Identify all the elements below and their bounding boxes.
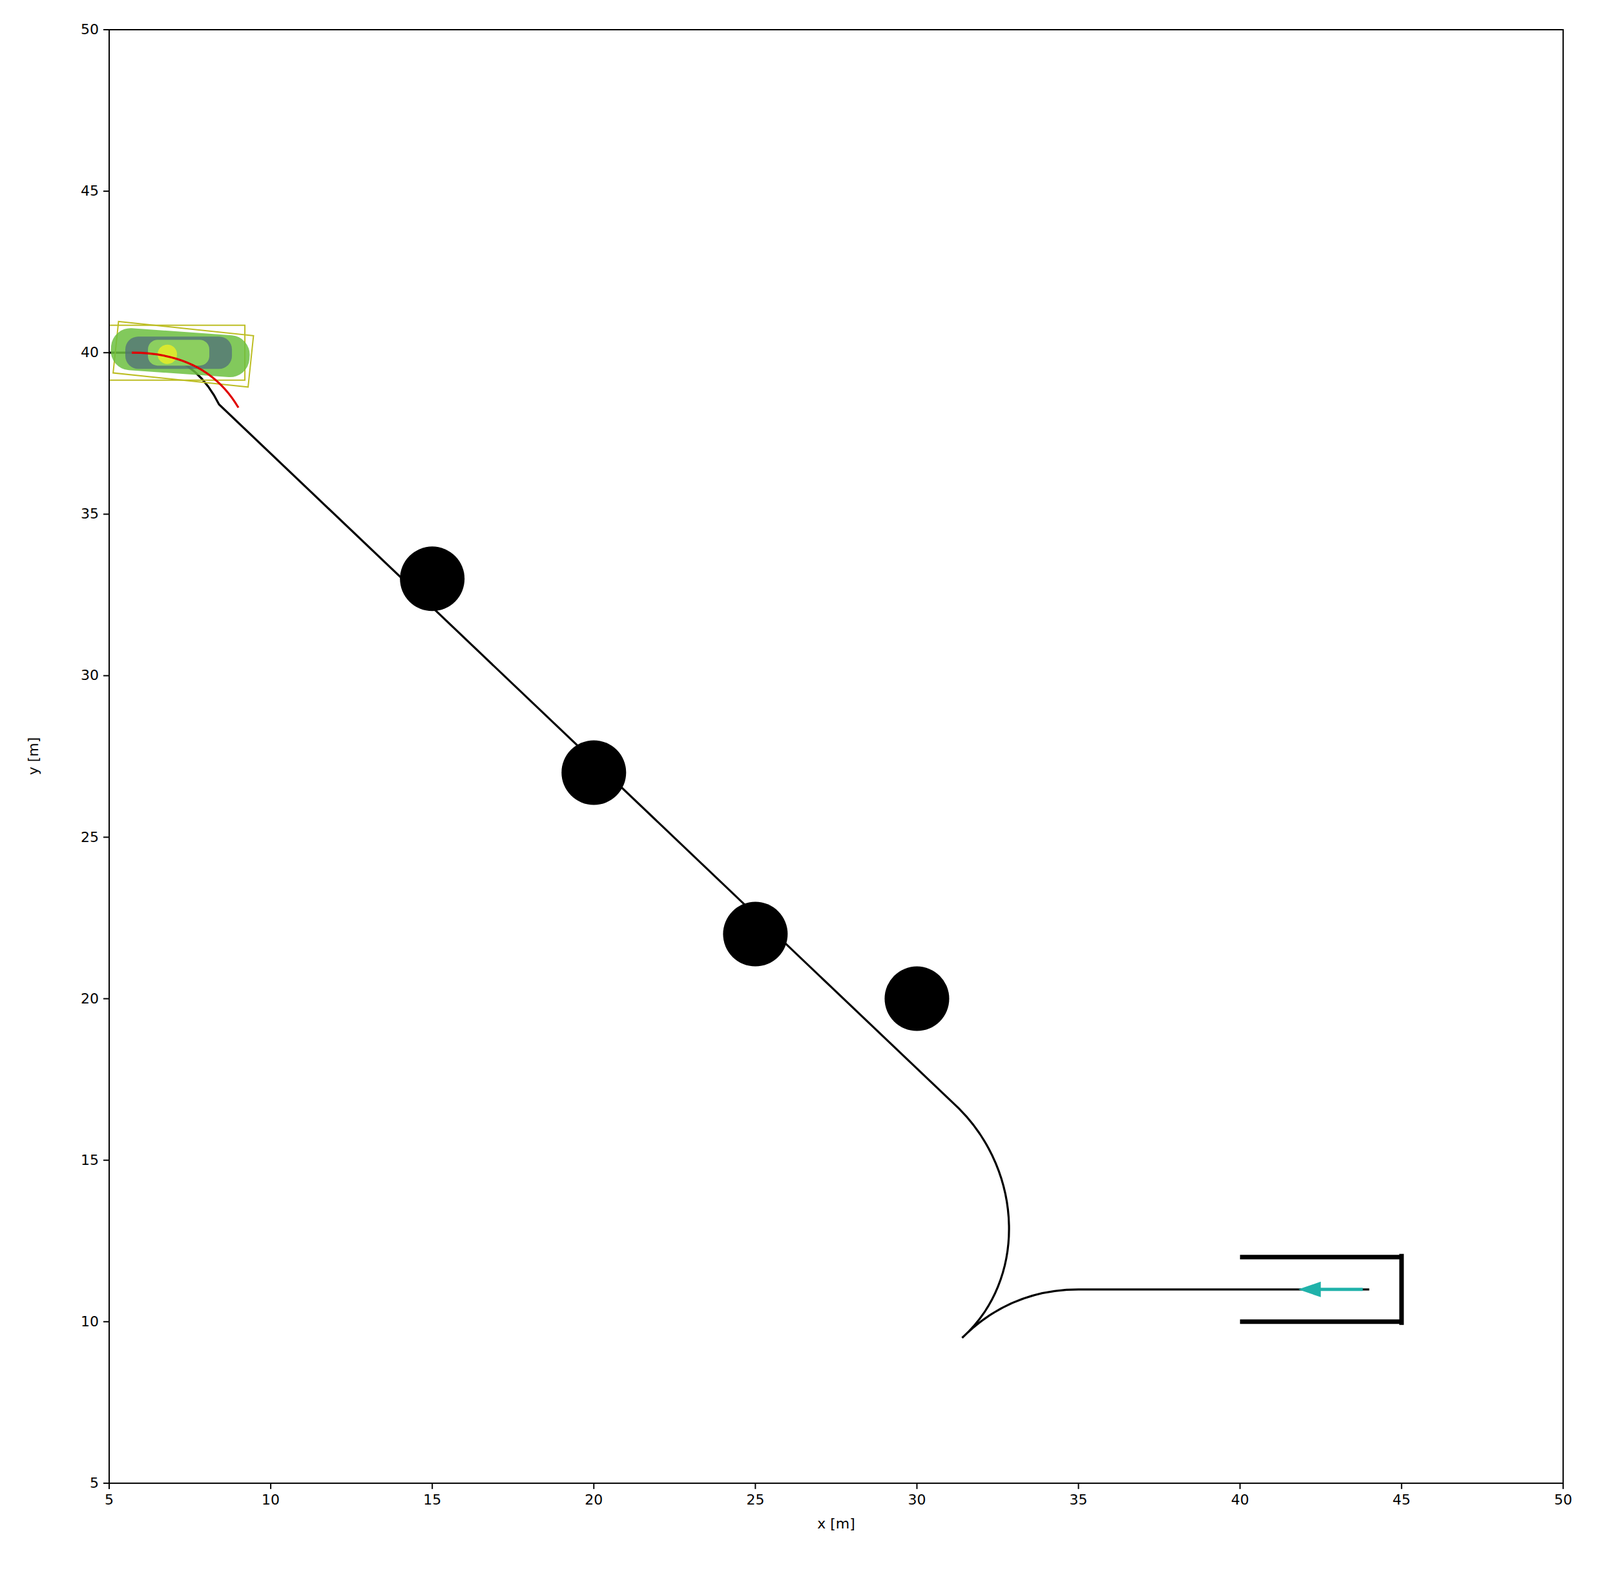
x-tick bbox=[431, 1483, 433, 1490]
y-tick bbox=[103, 29, 110, 31]
y-tick-label: 50 bbox=[80, 22, 99, 37]
axis-label: x [m] bbox=[817, 1517, 856, 1532]
x-tick bbox=[1239, 1483, 1241, 1490]
y-tick-label: 35 bbox=[80, 507, 99, 522]
y-tick-label: 30 bbox=[80, 668, 99, 683]
y-tick bbox=[103, 837, 110, 839]
y-tick bbox=[103, 513, 110, 515]
parking-bay bbox=[1240, 1255, 1402, 1260]
predicted-path bbox=[131, 352, 239, 408]
y-tick-label: 25 bbox=[80, 830, 99, 845]
y-tick-label: 20 bbox=[80, 992, 99, 1007]
y-tick-label: 45 bbox=[80, 184, 99, 199]
x-tick-label: 15 bbox=[423, 1493, 442, 1508]
x-tick-label: 45 bbox=[1392, 1493, 1411, 1508]
x-tick-label: 35 bbox=[1069, 1493, 1088, 1508]
y-tick bbox=[103, 1483, 110, 1485]
x-tick-label: 20 bbox=[584, 1493, 603, 1508]
x-tick bbox=[1562, 1483, 1564, 1490]
y-tick-label: 40 bbox=[80, 345, 99, 360]
x-tick bbox=[916, 1483, 918, 1490]
x-tick bbox=[1078, 1483, 1080, 1490]
vehicle-window bbox=[147, 339, 210, 366]
obstacle bbox=[884, 966, 949, 1032]
y-tick bbox=[103, 1160, 110, 1162]
vehicle bbox=[109, 321, 254, 408]
obstacle bbox=[561, 740, 626, 805]
parking-bay bbox=[1240, 1319, 1402, 1325]
y-tick bbox=[103, 675, 110, 677]
x-tick bbox=[754, 1483, 756, 1490]
vehicle-body bbox=[109, 326, 251, 379]
x-tick bbox=[270, 1483, 272, 1490]
goal-arrowhead bbox=[1298, 1282, 1321, 1298]
y-tick bbox=[103, 998, 110, 1000]
x-tick bbox=[592, 1483, 595, 1490]
x-tick bbox=[108, 1483, 110, 1490]
x-tick-label: 5 bbox=[104, 1493, 114, 1508]
parking-bay bbox=[1399, 1254, 1404, 1326]
y-tick bbox=[103, 190, 110, 192]
x-tick-label: 10 bbox=[261, 1493, 280, 1508]
obstacle bbox=[399, 546, 465, 612]
axis-label: y [m] bbox=[26, 737, 41, 776]
y-tick-label: 10 bbox=[80, 1315, 99, 1330]
axes-frame bbox=[109, 29, 1564, 1484]
planned-path bbox=[109, 352, 1370, 1339]
x-tick-label: 50 bbox=[1554, 1493, 1573, 1508]
obstacle bbox=[722, 902, 788, 967]
y-tick bbox=[103, 1321, 110, 1323]
y-tick-label: 15 bbox=[80, 1153, 99, 1168]
y-tick bbox=[103, 352, 110, 354]
y-tick-label: 5 bbox=[89, 1476, 99, 1491]
x-tick-label: 30 bbox=[908, 1493, 927, 1508]
goal-arrow bbox=[1317, 1288, 1363, 1292]
x-tick-label: 25 bbox=[746, 1493, 765, 1508]
x-tick bbox=[1401, 1483, 1403, 1490]
x-tick-label: 40 bbox=[1231, 1493, 1250, 1508]
